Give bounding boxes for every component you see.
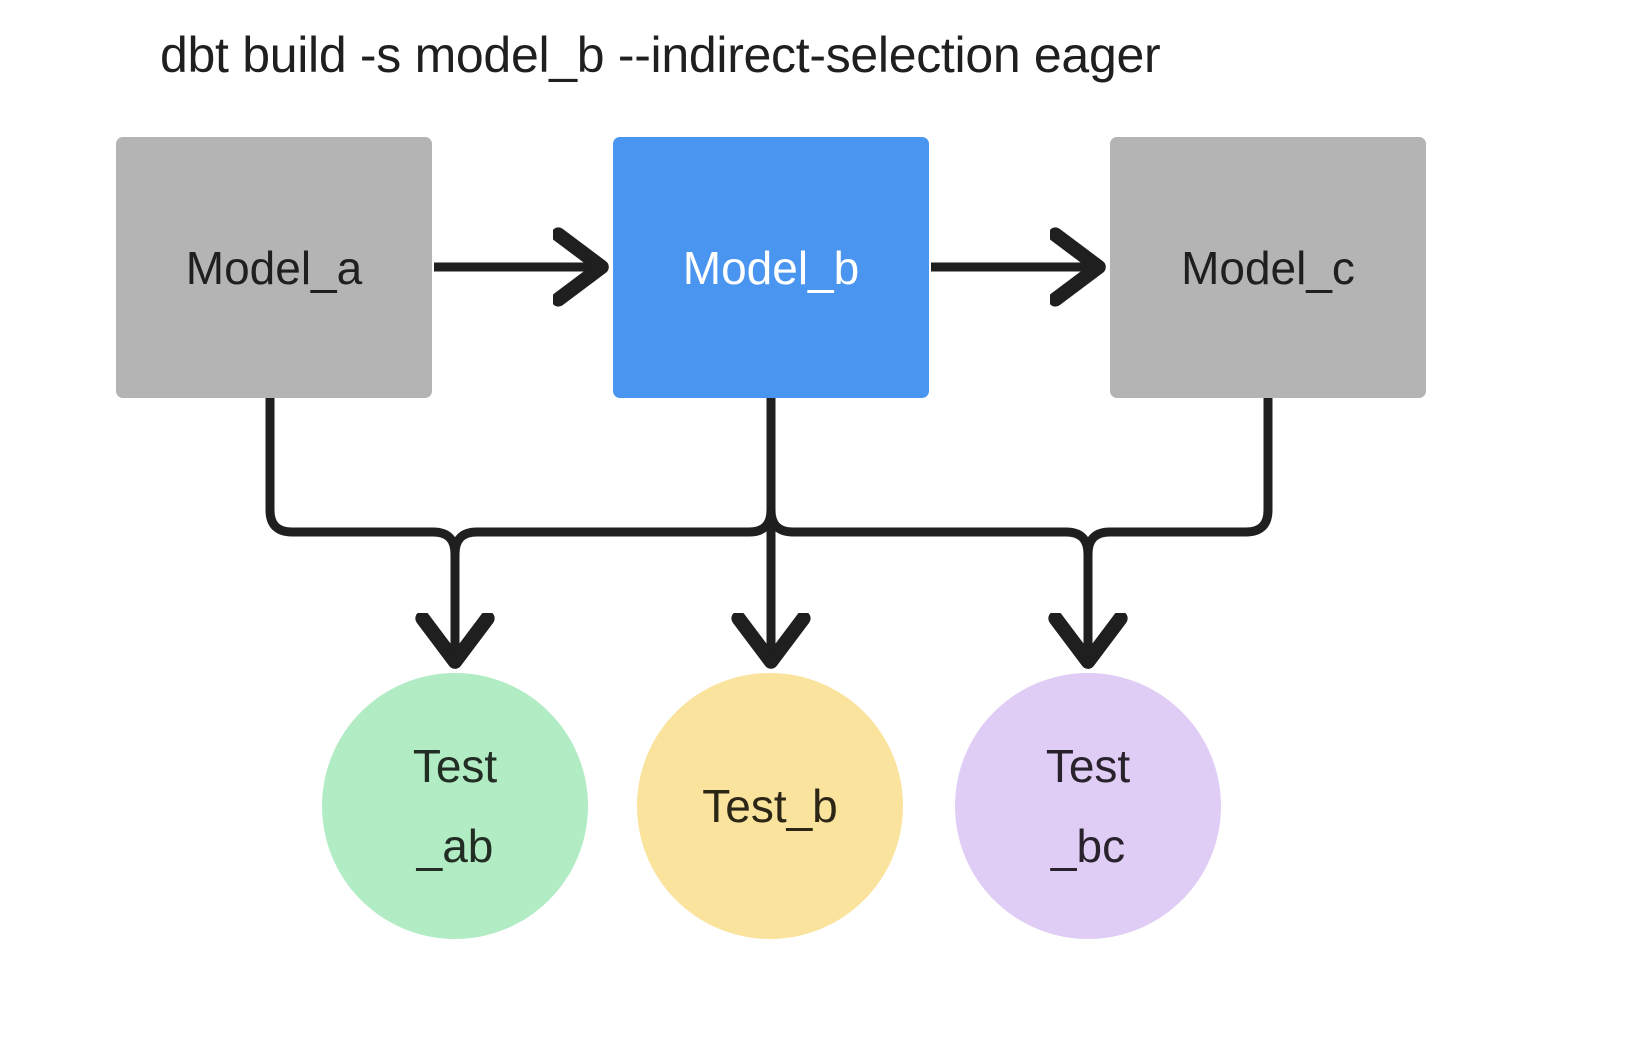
node-test-bc-label-line1: Test [1045,739,1131,792]
diagram-title: dbt build -s model_b --indirect-selectio… [160,27,1161,83]
node-test-b[interactable]: Test_b [637,673,903,939]
node-model-c[interactable]: Model_c [1110,137,1426,398]
edge-model-b-to-test-bc [766,398,1088,658]
node-test-ab-label-line2: _ab [416,820,494,872]
node-test-ab-label-line1: Test [412,739,498,792]
node-model-a[interactable]: Model_a [116,137,432,398]
edge-model-b-to-test-ab [455,398,776,658]
node-model-b-label: Model_b [682,241,860,294]
node-test-b-label-line1: Test_b [702,779,838,832]
edge-model-a-to-test-ab [265,398,455,658]
node-model-b[interactable]: Model_b [613,137,929,398]
node-model-a-label: Model_a [185,241,363,294]
edge-model-c-to-test-bc [1088,398,1273,658]
node-test-bc-label-line2: _bc [1050,820,1126,872]
node-test-bc[interactable]: Test _bc [955,673,1221,939]
node-test-ab[interactable]: Test _ab [322,673,588,939]
node-model-c-label: Model_c [1181,241,1355,294]
